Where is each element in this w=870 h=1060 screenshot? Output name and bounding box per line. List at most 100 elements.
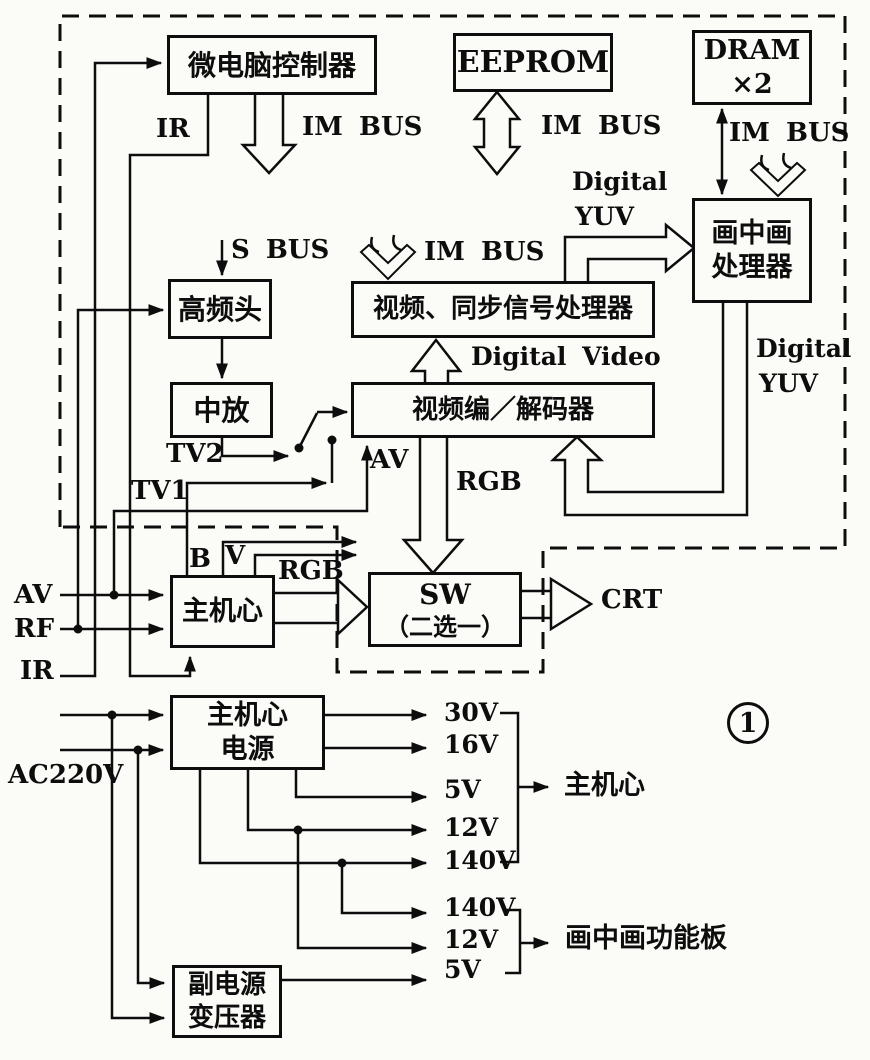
label-rail-5v-pip: 5V	[444, 955, 481, 984]
block-main-chassis: 主机心	[170, 575, 275, 648]
block-video-codec: 视频编／解码器	[351, 382, 655, 438]
label-im-bus-eeprom: IM BUS	[541, 111, 662, 141]
label-v-output: V	[225, 541, 246, 571]
label-b-output: B	[189, 544, 211, 574]
im-bus-hook-arrow-icon	[359, 243, 417, 281]
block-microcontroller-label: 微电脑控制器	[187, 48, 356, 82]
label-rail-140v-pip: 140V	[444, 893, 516, 922]
rail-5v	[294, 770, 428, 803]
label-im-bus-micro: IM BUS	[302, 112, 423, 142]
v-output-line	[253, 549, 358, 575]
label-ir-input: IR	[20, 656, 54, 686]
micro-to-chassis-ir-line	[128, 95, 210, 678]
ac-to-aux-line-1	[110, 715, 166, 1024]
junction-dots	[73, 435, 347, 868]
label-digital-yuv-right-2: YUV	[759, 369, 819, 398]
label-ac220v: AC220V	[8, 760, 124, 790]
digital-video-up-arrow-icon	[409, 337, 463, 382]
block-if-amp: 中放	[170, 382, 273, 438]
av-to-codec-line	[112, 444, 373, 595]
label-im-bus-vsp: IM BUS	[424, 237, 545, 267]
rail-12v	[246, 770, 428, 836]
label-rail-140v: 140V	[444, 846, 516, 875]
block-switch-label-1: SW	[419, 578, 471, 611]
b-output-line	[221, 536, 358, 575]
label-digital-yuv-top-1: Digital	[572, 167, 668, 196]
block-main-psu-label-1: 主机心	[207, 699, 288, 731]
crt-arrowhead-icon	[549, 576, 594, 632]
ac-to-aux-line-2	[136, 750, 166, 989]
block-switch-label-2: （二选一）	[385, 613, 505, 641]
label-rail-30v: 30V	[444, 698, 499, 727]
label-tv2: TV2	[166, 439, 224, 469]
label-rail-5v: 5V	[444, 775, 481, 804]
block-eeprom-label: EEPROM	[456, 44, 610, 80]
pip-rails-bracket	[505, 908, 522, 975]
digital-yuv-right-arrow-icon	[563, 222, 696, 281]
label-tv1: TV1	[131, 476, 189, 506]
im-bus-down-arrow-icon	[240, 95, 298, 175]
label-digital-yuv-right-1: Digital	[756, 334, 852, 363]
block-eeprom: EEPROM	[453, 33, 613, 92]
block-switch: SW （二选一）	[368, 572, 522, 647]
switch-arm	[297, 412, 319, 449]
im-bus-hook-arrow-icon	[749, 161, 807, 198]
signal-lines	[60, 57, 728, 1024]
block-main-chassis-label: 主机心	[182, 595, 263, 627]
label-pip-board-destination: 画中画功能板	[565, 923, 727, 954]
label-chassis-destination: 主机心	[564, 770, 645, 801]
label-s-bus: S BUS	[231, 235, 330, 265]
block-pip-label-1: 画中画	[711, 217, 793, 249]
rgb-down-arrow-icon	[401, 438, 465, 575]
im-bus-hooks	[760, 152, 792, 172]
im-bus-hooks	[370, 234, 402, 254]
hollow-arrows	[240, 90, 749, 637]
block-tuner: 高频头	[168, 279, 272, 339]
block-microcontroller: 微电脑控制器	[167, 35, 377, 95]
label-av-codec: AV	[370, 445, 409, 475]
rail-140v-pip	[340, 863, 428, 919]
figure-number-badge: 1	[727, 702, 769, 744]
label-rail-12v: 12V	[444, 813, 499, 842]
label-rgb-codec: RGB	[456, 467, 522, 497]
label-rf-input: RF	[14, 614, 55, 644]
block-aux-transformer-label-1: 副电源	[187, 970, 266, 1000]
label-ir-top: IR	[156, 114, 190, 144]
label-av-input: AV	[14, 580, 53, 610]
rf-to-tuner-line	[76, 304, 165, 629]
block-pip-processor: 画中画 处理器	[692, 198, 812, 303]
block-aux-transformer-label-2: 变压器	[187, 1002, 266, 1033]
label-rgb-chassis: RGB	[278, 556, 344, 586]
pip-board-dashed-border	[58, 14, 847, 674]
sw-to-crt-lines	[522, 589, 551, 620]
label-im-bus-dram: IM BUS	[729, 118, 850, 148]
label-digital-video: Digital Video	[471, 342, 661, 371]
tv1-line	[185, 477, 328, 575]
tv2-line	[220, 438, 290, 462]
block-dram: DRAM ×2	[692, 30, 812, 105]
label-rail-12v-pip: 12V	[444, 925, 499, 954]
block-video-codec-label: 视频编／解码器	[411, 394, 594, 425]
block-main-psu: 主机心 电源	[170, 695, 325, 770]
block-video-sync-label: 视频、同步信号处理器	[372, 294, 633, 325]
rgb-to-sw-lines	[275, 591, 338, 625]
label-digital-yuv-top-2: YUV	[575, 202, 635, 231]
block-main-psu-label-2: 电源	[220, 733, 275, 765]
rail-12v-pip	[296, 830, 428, 954]
chassis-rails-bracket	[500, 711, 520, 864]
block-tuner-label: 高频头	[177, 292, 262, 326]
label-crt: CRT	[601, 585, 663, 615]
rail-140v	[198, 770, 428, 869]
block-dram-label-1: DRAM	[703, 34, 801, 66]
im-bus-double-arrow-icon	[472, 90, 522, 176]
im-bus-hook-arrows	[359, 152, 807, 281]
block-dram-label-2: ×2	[731, 68, 773, 100]
ir-input-line	[60, 57, 163, 678]
rgb-arrowhead-icon	[336, 577, 369, 637]
label-rail-16v: 16V	[444, 730, 499, 759]
block-video-sync-processor: 视频、同步信号处理器	[351, 281, 655, 338]
block-pip-label-2: 处理器	[711, 251, 793, 283]
figure-number: 1	[738, 707, 758, 739]
